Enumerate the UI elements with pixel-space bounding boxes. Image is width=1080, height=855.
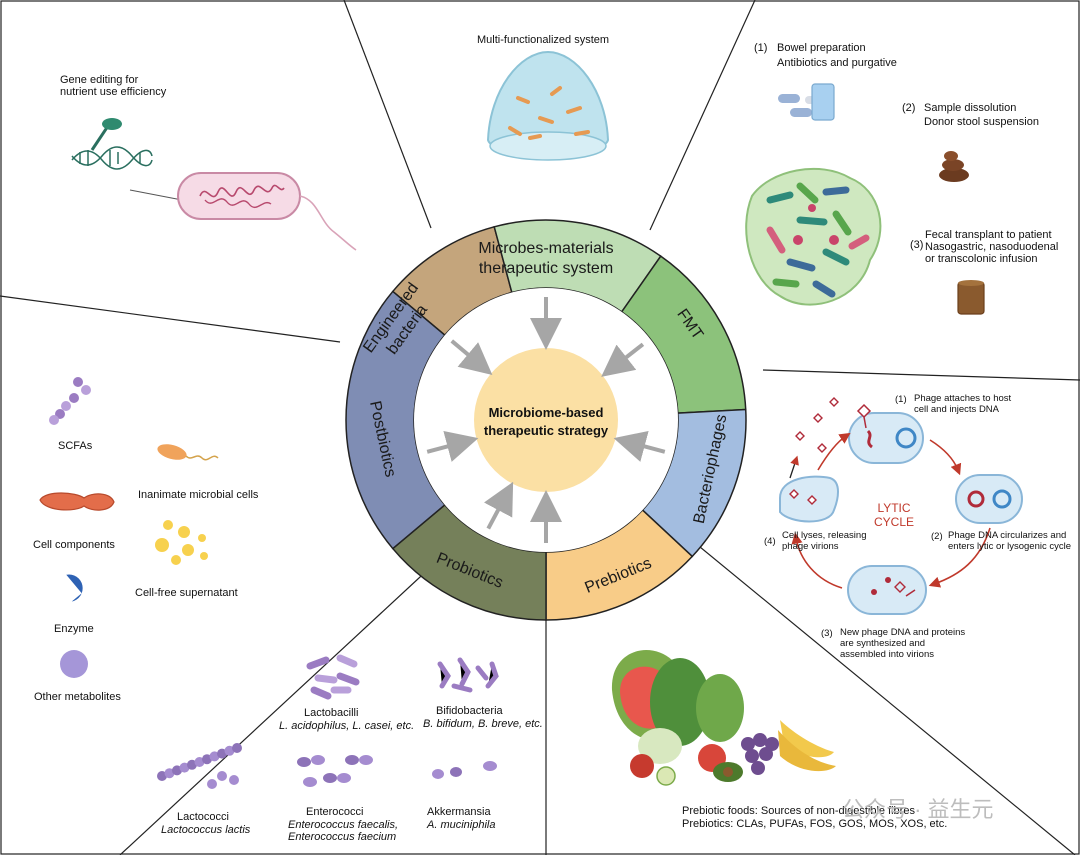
hydrogel-capsule-icon xyxy=(486,50,610,161)
phage-step3-line3: assembled into virions xyxy=(840,649,934,660)
convergence-arrow-6 xyxy=(426,430,479,462)
watermark: 公众号 · 益生元 xyxy=(842,797,994,822)
enterococci-label: Enterococci xyxy=(306,806,364,818)
lactococcus-cell xyxy=(179,762,190,773)
fmt-step2-detail: Donor stool suspension xyxy=(924,116,1039,128)
lactococci-species: Lactococcus lactis xyxy=(161,824,251,836)
fmt-step3-number: (3) xyxy=(910,239,924,251)
center-title-line2: therapeutic strategy xyxy=(484,423,609,438)
gene-editing-label-1: Gene editing for xyxy=(60,74,139,86)
fmt-step1-title: Bowel preparation xyxy=(777,42,866,54)
lactococcus-cell xyxy=(187,759,197,770)
prebiotic-foods-label: Prebiotic foods: Sources of non-digestib… xyxy=(682,805,915,817)
suspension-cup-icon xyxy=(957,280,985,315)
phage-step1-line2: cell and injects DNA xyxy=(914,404,1000,415)
gut-microbiota-blob-icon xyxy=(745,167,882,306)
fmt-step1-detail: Antibiotics and purgative xyxy=(777,57,897,69)
enterococci-species-2: Enterococcus faecium xyxy=(288,831,397,843)
water-glass-icon xyxy=(811,83,835,121)
fmt-step2-number: (2) xyxy=(902,102,916,114)
phage-step4-line1: Cell lyses, releasing xyxy=(782,530,867,541)
pen-hand-icon xyxy=(90,118,122,151)
enzyme-label: Enzyme xyxy=(54,623,94,635)
scfa-chain-icon xyxy=(49,377,91,425)
lactococcus-cell xyxy=(232,743,242,753)
convergence-arrow-7 xyxy=(450,339,493,376)
phage-step3-line1: New phage DNA and proteins xyxy=(840,627,966,638)
cell-free-supernatant-label: Cell-free supernatant xyxy=(135,587,238,599)
center-title-line1: Microbiome-based xyxy=(489,405,604,420)
lactococcus-cell xyxy=(209,751,220,762)
convergence-arrows xyxy=(426,297,666,543)
metabolite-icon xyxy=(60,650,88,678)
lactococci-label: Lactococci xyxy=(177,811,229,823)
phage-step1-line1: Phage attaches to host xyxy=(914,393,1012,404)
lactobacilli-label: Lactobacilli xyxy=(304,707,359,719)
phage-step4-number: (4) xyxy=(764,536,776,547)
other-metabolites-label: Other metabolites xyxy=(34,691,121,703)
inanimate-cells-label: Inanimate microbial cells xyxy=(138,489,259,501)
convergence-arrow-3 xyxy=(613,430,666,462)
center-circle xyxy=(474,348,618,492)
bifidobacteria-label: Bifidobacteria xyxy=(436,705,503,717)
lytic-cycle-diagram xyxy=(779,397,1023,615)
akkermansia-icon xyxy=(432,761,497,779)
enterococci-icon xyxy=(297,755,373,787)
inanimate-cell-icon xyxy=(157,444,219,461)
dna-icon xyxy=(71,146,153,170)
phage-step2-line2: enters lytic or lysogenic cycle xyxy=(948,541,1072,552)
cell-components-label: Cell components xyxy=(33,539,115,551)
fmt-step3-title: Fecal transplant to patient xyxy=(925,229,1052,241)
scfas-label: SCFAs xyxy=(58,440,93,452)
enterococci-species-1: Enterococcus faecalis, xyxy=(288,819,399,831)
convergence-arrow-2 xyxy=(601,342,645,377)
bifidobacteria-icon xyxy=(437,657,499,693)
lactococci-chain-icon xyxy=(157,743,242,789)
cell-components-icon xyxy=(39,492,115,511)
pointer-line xyxy=(129,189,183,201)
phage-step4-line2: phage virions xyxy=(782,541,839,552)
bifidobacteria-species: B. bifidum, B. breve, etc. xyxy=(423,718,543,730)
lactococcus-cell xyxy=(194,757,205,767)
lytic-cycle-label-1: LYTIC xyxy=(877,501,911,515)
phage-step3-line2: are synthesized and xyxy=(840,638,926,649)
akkermansia-label: Akkermansia xyxy=(427,806,491,818)
akkermansia-species: A. muciniphila xyxy=(427,819,496,831)
phage-step3-number: (3) xyxy=(821,628,833,639)
lytic-cycle-label-2: CYCLE xyxy=(873,515,914,529)
fmt-step1-number: (1) xyxy=(754,42,768,54)
prebiotic-foods-icon xyxy=(611,650,836,786)
lactococcus-cell xyxy=(217,771,227,781)
lactococcus-cell xyxy=(164,768,175,779)
lactococcus-cell xyxy=(224,745,235,756)
phage-step1-number: (1) xyxy=(895,394,907,405)
prebiotics-list-label: Prebiotics: CLAs, PUFAs, FOS, GOS, MOS, … xyxy=(682,818,948,830)
fmt-step3-detail1: Nasogastric, nasoduodenal xyxy=(925,241,1059,253)
enzyme-icon xyxy=(66,574,83,602)
convergence-arrow-5 xyxy=(483,481,514,530)
phage-step2-number: (2) xyxy=(931,531,943,542)
multi-functional-label: Multi-functionalized system xyxy=(477,34,610,46)
gene-editing-label-2: nutrient use efficiency xyxy=(60,86,167,98)
lactococcus-cell xyxy=(157,771,167,781)
lactococcus-cell xyxy=(229,775,239,785)
phage-step2-line1: Phage DNA circularizes and xyxy=(948,530,1067,541)
lactobacilli-species: L. acidophilus, L. casei, etc. xyxy=(279,720,415,732)
lactobacilli-icon xyxy=(306,654,360,700)
fmt-step3-detail2: or transcolonic infusion xyxy=(925,253,1038,265)
stool-icon xyxy=(939,151,969,182)
lactococcus-cell xyxy=(172,765,182,776)
engineered-bacterium-icon xyxy=(177,172,357,251)
lactococcus-cell xyxy=(207,779,217,789)
fmt-step2-title: Sample dissolution xyxy=(924,102,1017,114)
supernatant-dots-icon xyxy=(155,520,208,565)
lactococcus-cell xyxy=(217,748,227,759)
lactococcus-cell xyxy=(202,754,212,765)
